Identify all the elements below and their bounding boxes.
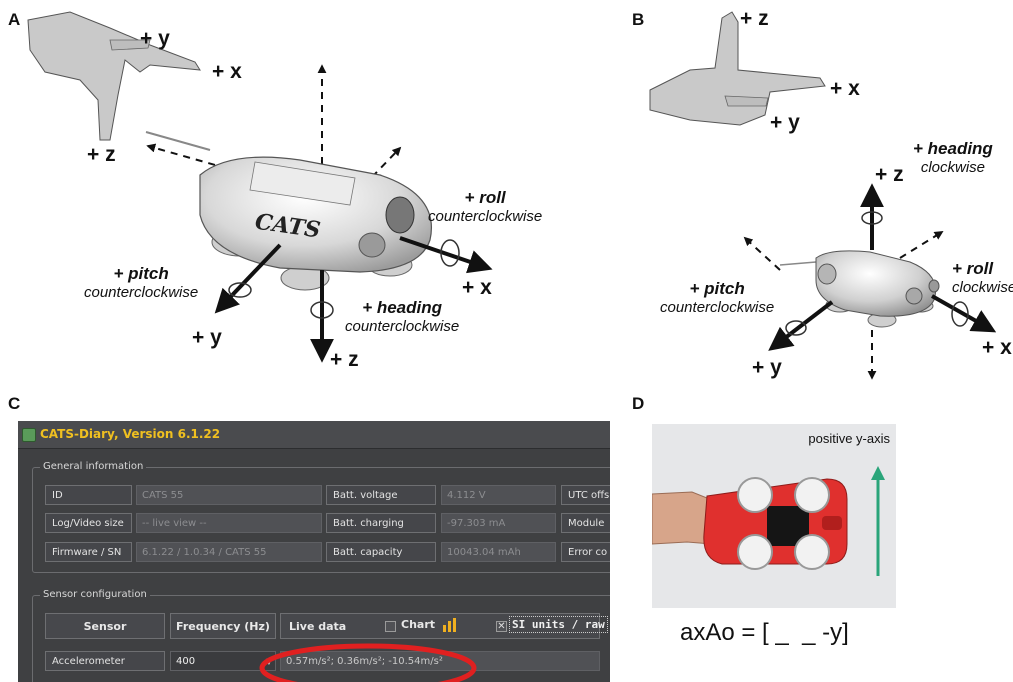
firmware-sn-field[interactable]: 6.1.22 / 1.0.34 / CATS 55 xyxy=(136,542,322,562)
module-label: Module xyxy=(561,513,610,533)
heading-b-label: + heading clockwise xyxy=(913,139,993,177)
chart-checkbox[interactable] xyxy=(385,621,396,632)
heading-b-direction: clockwise xyxy=(913,158,993,177)
hand-b-z-label: + z xyxy=(740,7,769,31)
batt-charging-label: Batt. charging xyxy=(326,513,436,533)
tag-orientation-photo: positive y-axis xyxy=(652,424,896,608)
panel-label-c: C xyxy=(8,394,20,414)
hand-b-x-label: + x xyxy=(830,77,860,101)
panel-label-d: D xyxy=(632,394,644,414)
axis-b-y-label: + y xyxy=(752,356,782,380)
chart-checkbox-label: Chart xyxy=(401,618,435,631)
sensor-configuration-title: Sensor configuration xyxy=(40,589,150,600)
pitch-a-title: + pitch xyxy=(84,264,198,283)
batt-capacity-label: Batt. capacity xyxy=(326,542,436,562)
id-label: ID xyxy=(45,485,132,505)
hand-icon xyxy=(28,12,200,140)
utc-offset-label: UTC offs xyxy=(561,485,610,505)
cats-tag-drawing xyxy=(780,251,939,327)
roll-b-direction: clockwise xyxy=(952,278,1013,297)
log-video-size-label: Log/Video size xyxy=(45,513,132,533)
accelerometer-label: Accelerometer xyxy=(45,651,165,671)
pitch-b-title: + pitch xyxy=(660,279,774,298)
sensor-column-header: Sensor xyxy=(45,613,165,639)
hand-b-y-label: + y xyxy=(770,111,800,135)
frequency-value: 400 xyxy=(176,656,195,667)
axis-b-z-label: + z xyxy=(875,163,904,187)
bar-chart-icon xyxy=(442,617,458,633)
pitch-a-direction: counterclockwise xyxy=(84,283,198,302)
b-y-axis-arrow xyxy=(772,302,832,348)
batt-capacity-field[interactable]: 10043.04 mAh xyxy=(441,542,556,562)
log-video-size-field[interactable]: -- live view -- xyxy=(136,513,322,533)
heading-a-label: + heading counterclockwise xyxy=(345,298,459,336)
app-icon xyxy=(22,428,36,442)
batt-voltage-label: Batt. voltage xyxy=(326,485,436,505)
hand-a-x-label: + x xyxy=(212,60,242,84)
batt-charging-field[interactable]: -97.303 mA xyxy=(441,513,556,533)
highlight-ellipse xyxy=(250,638,490,682)
roll-a-title: + roll xyxy=(428,188,542,207)
axis-a-x-label: + x xyxy=(462,276,492,300)
tag-photo-drawing xyxy=(652,424,896,608)
pitch-a-label: + pitch counterclockwise xyxy=(84,264,198,302)
si-units-checkbox[interactable]: ✕ xyxy=(496,621,507,632)
live-data-label: Live data xyxy=(289,620,346,633)
pitch-b-direction: counterclockwise xyxy=(660,298,774,317)
roll-b-title: + roll xyxy=(952,259,1013,278)
si-units-checkbox-label: SI units / raw xyxy=(509,616,608,633)
axis-a-z-label: + z xyxy=(330,348,359,372)
hand-a-y-label: + y xyxy=(140,27,170,51)
b-dashed-axis-right xyxy=(900,232,942,258)
firmware-sn-label: Firmware / SN xyxy=(45,542,132,562)
axis-a-y-label: + y xyxy=(192,326,222,350)
batt-voltage-field[interactable]: 4.112 V xyxy=(441,485,556,505)
b-dashed-axis-left xyxy=(745,238,780,270)
hand-icon xyxy=(650,12,825,125)
positive-y-axis-label: positive y-axis xyxy=(808,431,890,446)
heading-a-direction: counterclockwise xyxy=(345,317,459,336)
pitch-b-label: + pitch counterclockwise xyxy=(660,279,774,317)
heading-b-title: + heading xyxy=(913,139,993,158)
heading-a-title: + heading xyxy=(345,298,459,317)
hand-a-z-label: + z xyxy=(87,143,116,167)
roll-b-label: + roll clockwise xyxy=(952,259,1013,297)
roll-a-label: + roll counterclockwise xyxy=(428,188,542,226)
general-information-title: General information xyxy=(40,461,146,472)
axis-b-x-label: + x xyxy=(982,336,1012,360)
formula-text: axAo = [ _ _ -y] xyxy=(680,619,849,647)
error-code-label: Error co xyxy=(561,542,610,562)
id-field[interactable]: CATS 55 xyxy=(136,485,322,505)
frequency-column-header: Frequency (Hz) xyxy=(170,613,276,639)
panel-b-drawing xyxy=(620,0,1013,390)
window-title: CATS-Diary, Version 6.1.22 xyxy=(40,427,220,441)
roll-a-direction: counterclockwise xyxy=(428,207,542,226)
window-title-bar: CATS-Diary, Version 6.1.22 xyxy=(18,421,610,449)
